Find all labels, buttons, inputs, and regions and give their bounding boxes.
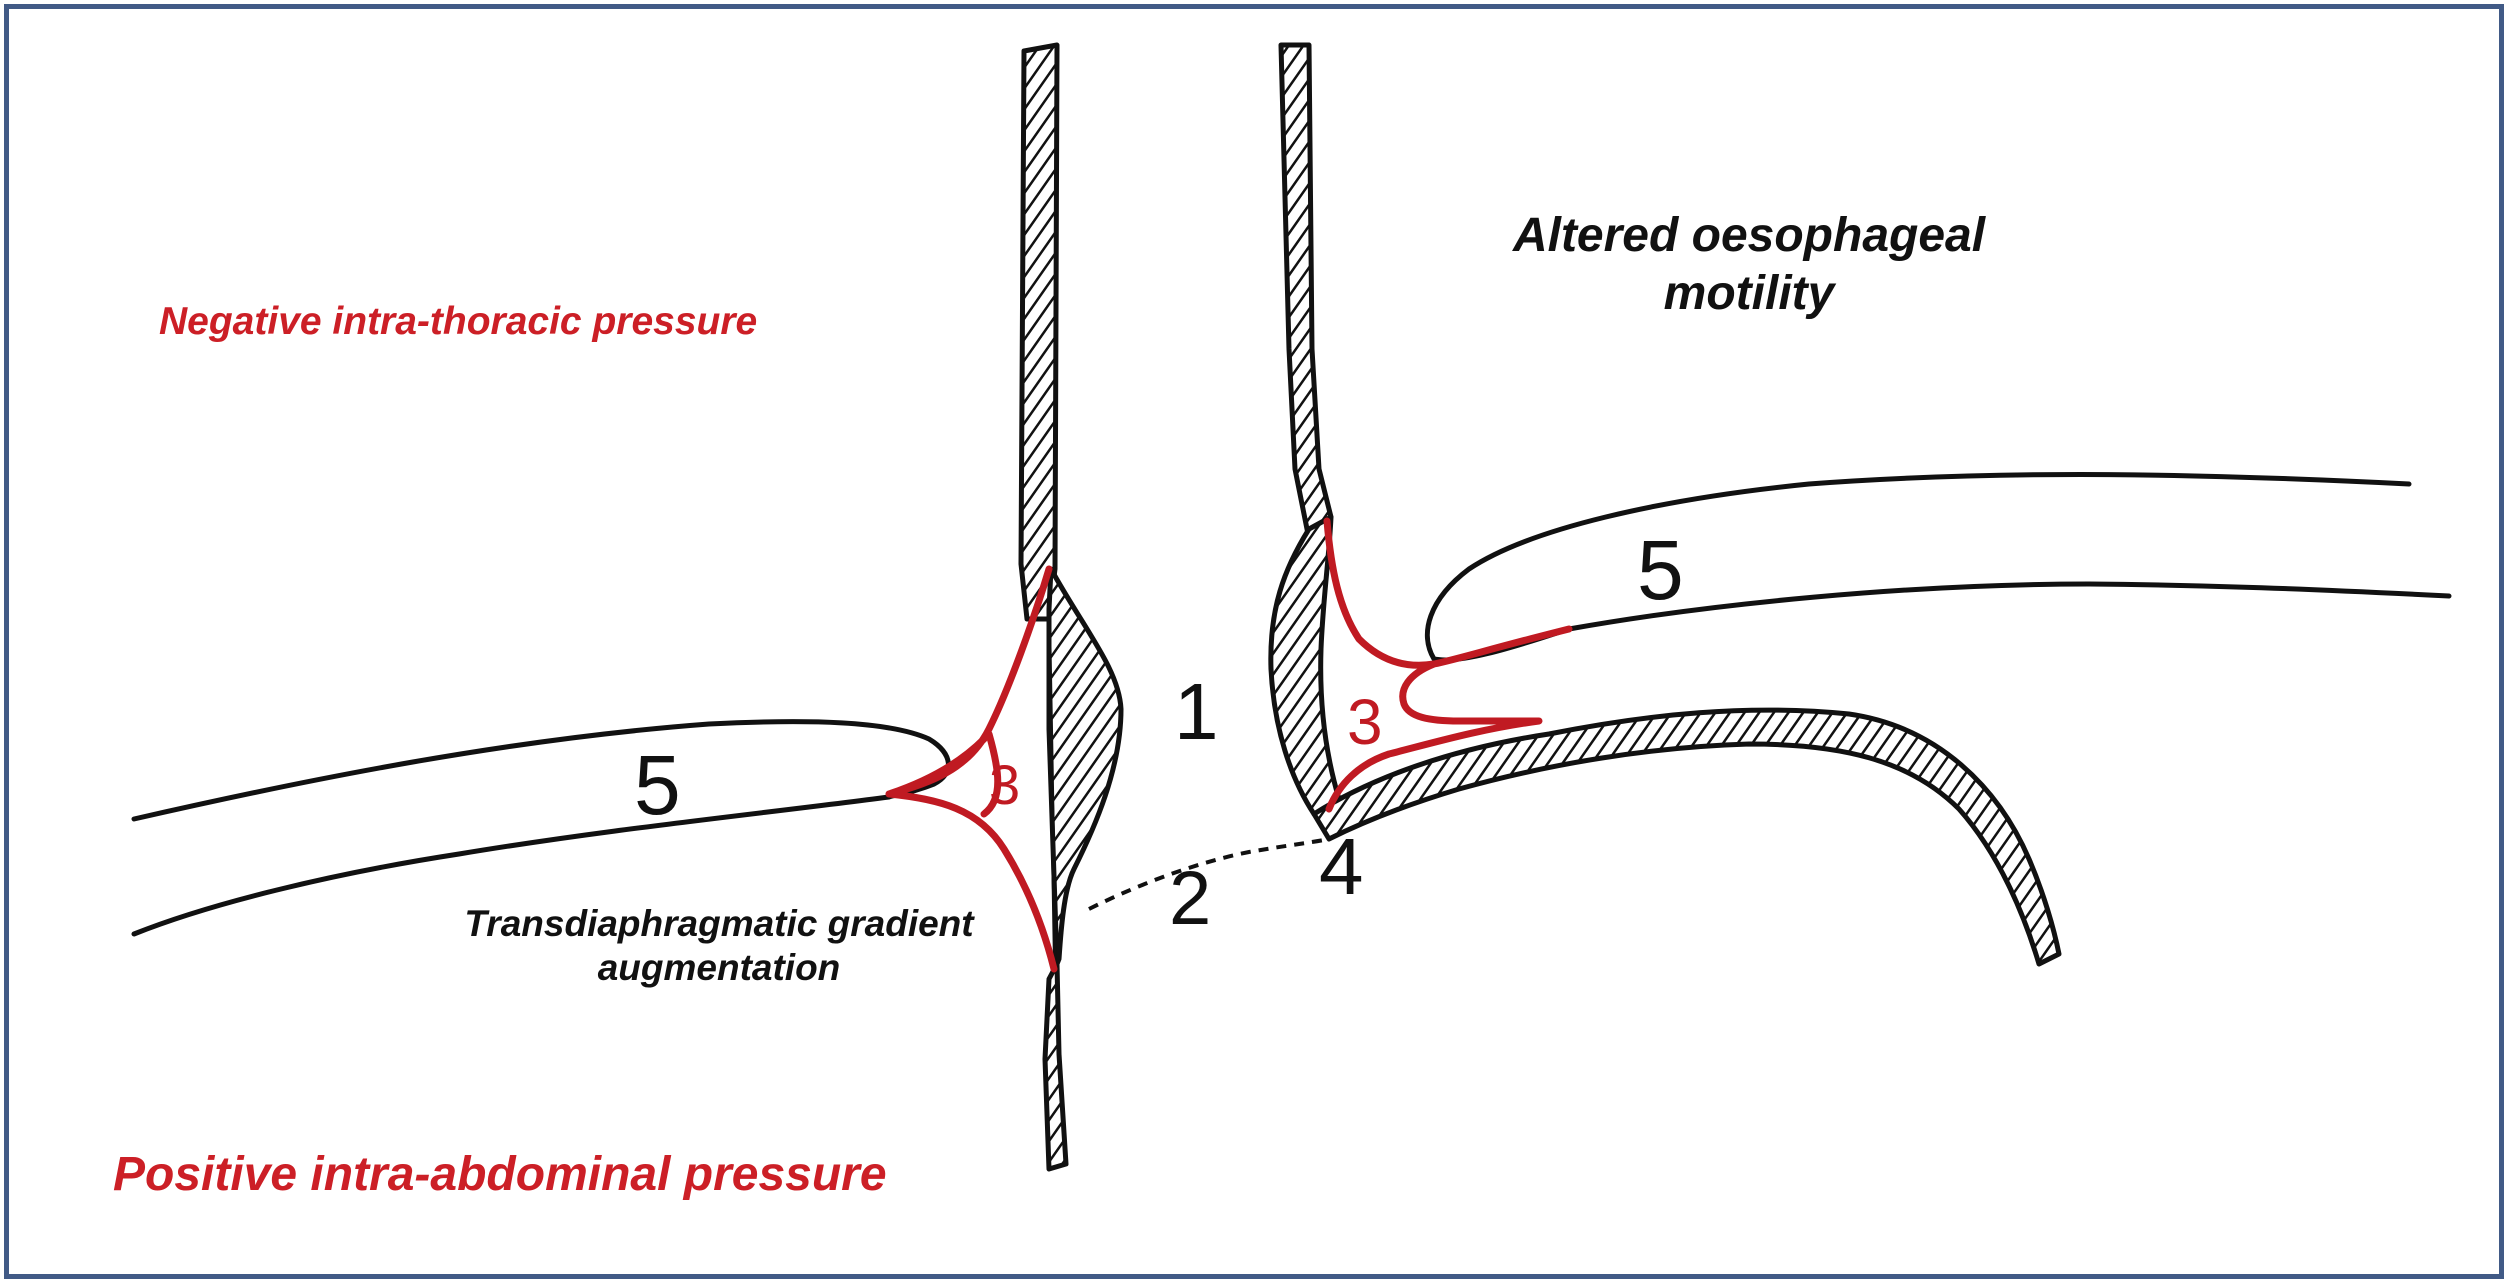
positive-pressure-label: Positive intra-abdominal pressure	[113, 1148, 887, 1201]
left-oesophageal-wall-lower	[1042, 961, 1069, 1172]
stomach-wall	[1311, 707, 2062, 967]
left-lumen-line	[1047, 618, 1057, 965]
negative-pressure-label: Negative intra-thoracic pressure	[159, 300, 758, 343]
left-diaphragm	[131, 719, 951, 937]
dashed-gradient-line	[1088, 837, 1330, 911]
left-ligament	[885, 565, 1058, 973]
left-oesophageal-wall-upper	[1018, 42, 1060, 622]
diagram-drawing	[131, 42, 2452, 1172]
left-wall-bulge	[1046, 566, 1124, 967]
right-ligament	[1323, 517, 1573, 813]
right-oesophageal-wall-upper	[1278, 42, 1334, 542]
altered-motility-label: Altered oesophageal motility	[1512, 209, 1986, 320]
right-diaphragm	[1424, 472, 2452, 663]
transdiaphragmatic-label: Transdiaphragmatic gradient augmentation	[464, 903, 974, 989]
figure-frame: 1 2 3 3 4 5 5 Negative intra-thoracic pr…	[4, 4, 2504, 1279]
